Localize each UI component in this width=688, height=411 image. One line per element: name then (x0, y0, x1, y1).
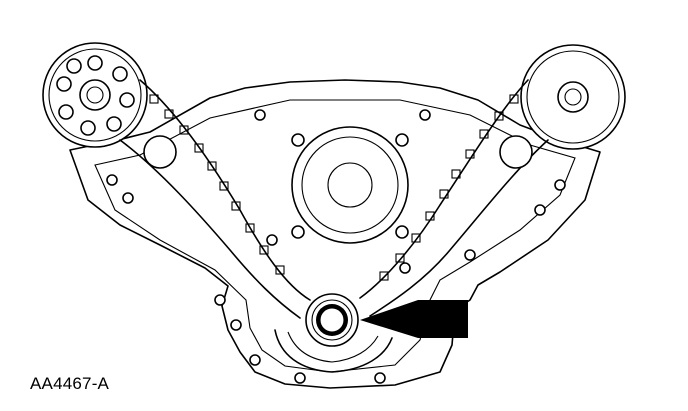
right-bore (499, 135, 533, 169)
engine-block-outline (69, 79, 601, 389)
camshaft-sprocket-left-icon (42, 42, 148, 148)
left-bore (143, 135, 177, 169)
center-bore (291, 126, 409, 244)
timing-chain-right (359, 79, 529, 299)
chain-links-right (379, 94, 519, 281)
timing-chain-left-inner (119, 139, 301, 319)
chain-links-left (149, 94, 285, 275)
figure-caption: AA4467-A (30, 374, 110, 393)
block-inner-outline (94, 99, 576, 373)
timing-chain-right-inner (369, 139, 549, 317)
crankshaft-seal-icon (305, 293, 359, 347)
camshaft-sprocket-right-icon (520, 44, 626, 150)
pointer-arrow-icon (360, 300, 468, 338)
lower-guide-curve (274, 329, 393, 373)
lower-guide-curve-inner (287, 331, 379, 363)
